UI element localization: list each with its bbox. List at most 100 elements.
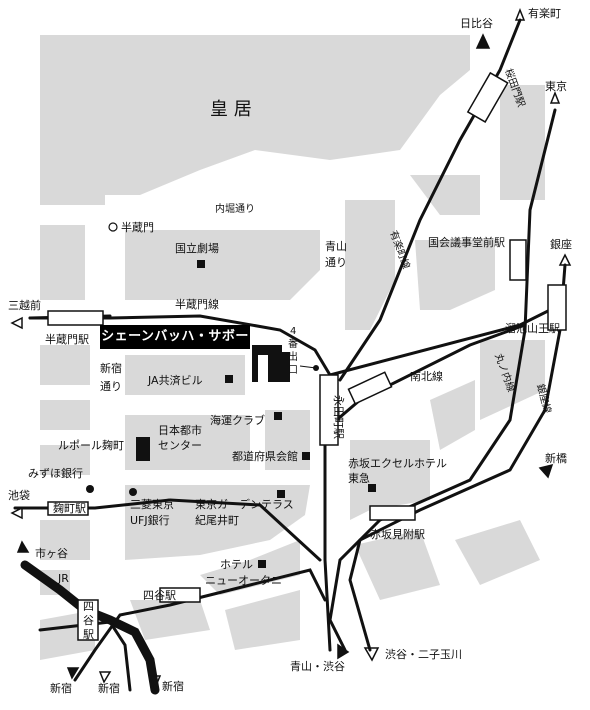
aoyama-street-label-2: 通り <box>325 256 347 269</box>
nihon-toshi-label-2: センター <box>158 439 202 452</box>
venue-label: シェーンバッハ・サボー <box>100 325 250 349</box>
dir-ichigaya: 市ヶ谷 <box>35 546 68 560</box>
marunouchi-west <box>73 568 327 682</box>
station-box-nagatacho <box>319 374 339 446</box>
shinjuku-street-label-1: 新宿 <box>100 361 122 375</box>
mizuho-marker <box>86 485 94 493</box>
block-akasaka-excel <box>350 440 430 520</box>
block-national-theatre <box>125 230 320 300</box>
direction-arrows <box>10 7 572 690</box>
nihon-toshi-label-1: 日本都市 <box>158 423 202 437</box>
rail-lines <box>13 18 567 695</box>
exit-label-1: 4 <box>290 326 296 337</box>
station-box-akasaka <box>369 505 416 521</box>
kokkai-station-label: 国会議事堂前駅 <box>428 235 505 249</box>
venue-building-icon-2 <box>258 355 268 382</box>
exit-label-2: 番 <box>288 338 298 350</box>
arrow-aoyama-icon <box>337 643 350 660</box>
hanzomon-gate-label: 半蔵門 <box>121 220 154 234</box>
block-left-4 <box>40 445 90 475</box>
yotsuya-station-label-3: 駅 <box>83 628 94 641</box>
hanzomon-station-label: 半蔵門駅 <box>45 332 89 346</box>
arrow-ginza-icon <box>558 253 572 266</box>
yurakucho-line <box>338 18 522 382</box>
exit-leader <box>299 365 317 369</box>
station-box-kokkai <box>509 239 527 281</box>
dir-shinbashi: 新橋 <box>545 451 567 465</box>
block-top-right-2 <box>410 175 480 215</box>
shinjuku-street-label-2: 通り <box>100 380 122 393</box>
block-kokkai <box>415 240 495 310</box>
jr-line-thin <box>38 620 132 692</box>
block-left-3 <box>40 400 90 430</box>
dir-tokyo: 東京 <box>545 79 567 93</box>
block-south-east-2 <box>455 520 540 585</box>
ja-kyosai-label: JA共済ビル <box>147 373 203 387</box>
block-nihon-toshi <box>125 415 250 470</box>
nihon-toshi-marker <box>136 437 150 461</box>
block-east-2 <box>430 380 475 450</box>
akasaka-excel-marker <box>368 484 376 492</box>
national-theatre-marker <box>197 260 205 268</box>
hanzomon-line-label: 半蔵門線 <box>175 297 219 311</box>
arrow-shinjuku-c-icon <box>148 675 162 690</box>
yotsuya-station-label-east: 四谷駅 <box>143 589 176 602</box>
garden-terrace-marker <box>277 490 285 498</box>
new-otani-label-1: ホテル <box>220 558 253 571</box>
city-blocks <box>40 35 545 660</box>
akasaka-mitsuke-station-label: 赤坂見附駅 <box>370 527 425 541</box>
jr-line <box>20 560 160 695</box>
arrow-shinbashi-icon <box>538 463 554 479</box>
block-garden-terrace <box>125 485 310 560</box>
arrow-mitsukoshimae-icon <box>10 316 23 330</box>
new-otani-label-2: ニューオータニ <box>205 574 282 587</box>
garden-terrace-label-1: 東京ガーデンテラス <box>195 497 294 511</box>
block-left-1 <box>40 225 85 300</box>
imperial-palace-area <box>40 35 470 205</box>
arrow-yurakucho-icon <box>514 7 526 21</box>
akasaka-excel-label-1: 赤坂エクセルホテル <box>348 457 447 470</box>
new-otani-marker <box>258 560 266 568</box>
station-box-kojimachi <box>47 501 89 516</box>
todofuken-label: 都道府県会館 <box>232 449 298 463</box>
kaiun-club-label: 海運クラブ <box>210 413 265 427</box>
venue-building-icon <box>252 345 290 382</box>
station-box-yotsuya-2 <box>159 587 201 603</box>
arrow-shinjuku-b-icon <box>98 671 112 684</box>
block-left-5 <box>40 520 90 560</box>
block-aoyama-north <box>345 200 395 330</box>
station-box-hanzomon <box>47 310 104 326</box>
kaiun-club-marker <box>274 412 282 420</box>
tameike-station-label: 溜池山王駅 <box>505 321 560 335</box>
arrow-shinjuku-a-icon <box>66 667 80 680</box>
dir-mitsukoshimae: 三越前 <box>8 298 41 312</box>
arrow-shibuya-icon <box>363 647 380 662</box>
garden-terrace-label-2: 紀尾井町 <box>195 513 239 527</box>
ginza-line-label: 銀座線 <box>534 382 554 414</box>
nanboku-line-label: 南北線 <box>410 369 443 383</box>
ja-kyosai-marker <box>225 375 233 383</box>
hanzomon-line <box>28 303 562 377</box>
building-markers <box>86 260 376 568</box>
imperial-palace-label: 皇 居 <box>210 99 252 120</box>
dir-shinjuku-b: 新宿 <box>98 681 120 695</box>
arrow-tokyo-icon <box>549 90 561 104</box>
yotsuya-station-label-2: 谷 <box>83 614 94 627</box>
mizuho-label: みずほ銀行 <box>28 466 83 480</box>
block-south-east <box>355 530 440 600</box>
station-box-yotsuya <box>77 599 99 641</box>
mufg-label-2: UFJ銀行 <box>130 513 170 527</box>
dir-ikebukuro: 池袋 <box>8 488 30 502</box>
station-markers <box>47 71 567 641</box>
block-top-right-1 <box>500 85 545 200</box>
hanzomon-gate-marker <box>108 222 118 232</box>
yotsuya-station-label-1: 四 <box>83 600 94 613</box>
arrow-ichigaya-icon <box>16 540 30 553</box>
dir-yurakucho: 有楽町 <box>528 6 561 20</box>
block-east-mid <box>480 340 545 420</box>
block-kaiun <box>265 410 310 470</box>
uchibori-street-label: 内堀通り <box>215 202 255 215</box>
kojimachi-station-label: 麹町駅 <box>53 501 86 515</box>
nanboku-line <box>323 323 527 652</box>
block-south-mid <box>225 590 300 650</box>
